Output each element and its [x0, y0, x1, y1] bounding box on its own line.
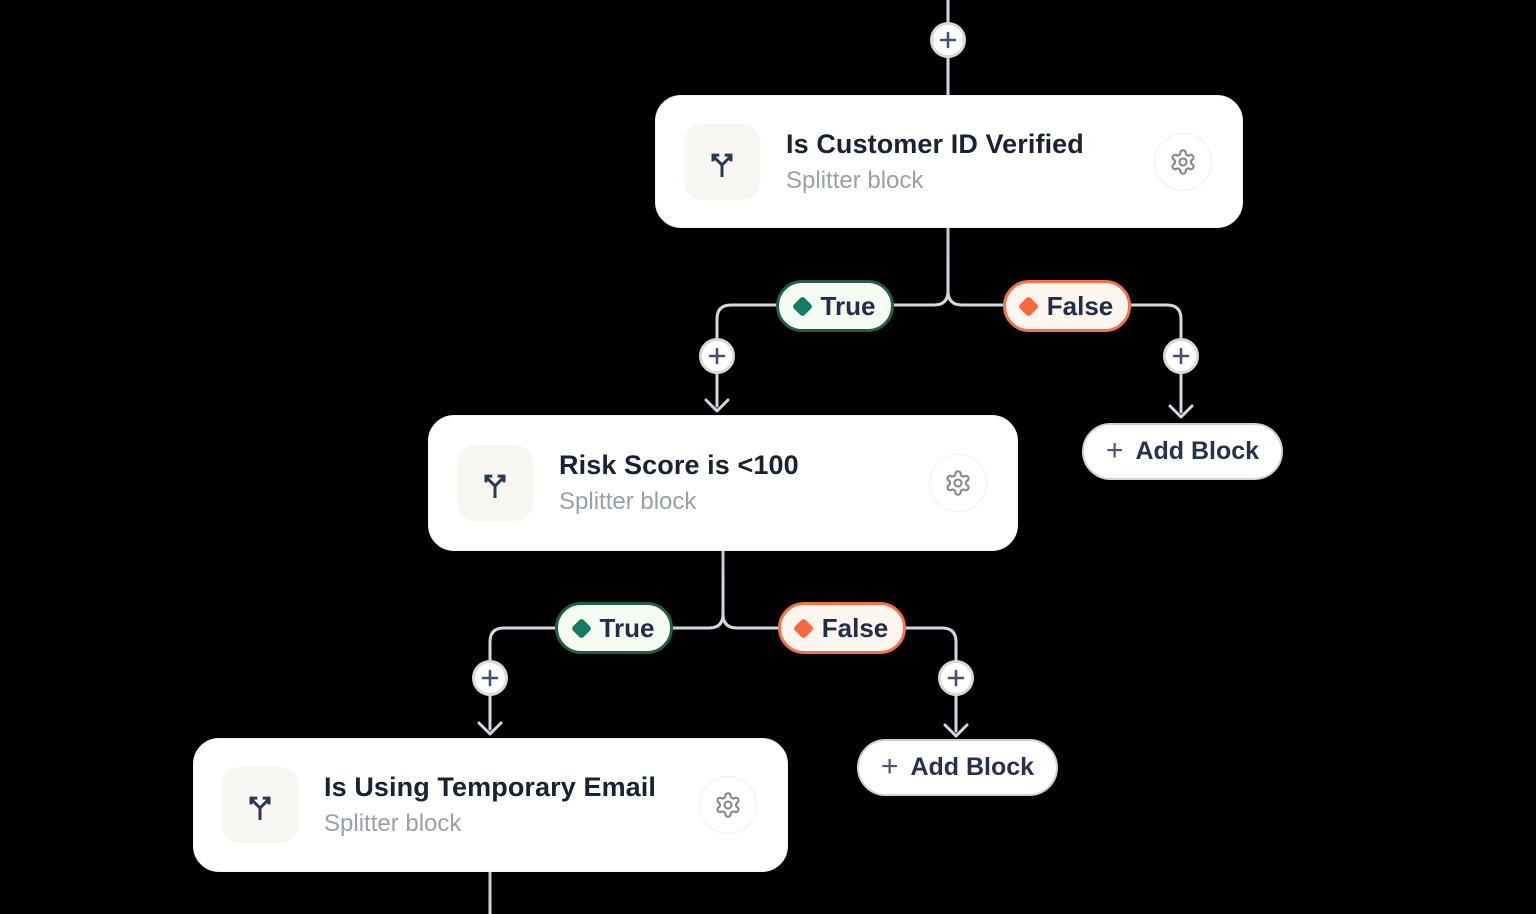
- branch-label-true: True: [555, 602, 673, 654]
- branch-label-false: False: [778, 602, 906, 654]
- plus-icon: +: [1105, 433, 1124, 467]
- false-diamond-icon: [792, 617, 814, 639]
- true-diamond-icon: [570, 617, 592, 639]
- insert-step-button-true-branch-1[interactable]: [699, 338, 735, 374]
- branch-label-text: True: [820, 290, 876, 321]
- branch-label-text: False: [821, 612, 889, 643]
- settings-button[interactable]: [929, 454, 987, 512]
- arrowhead-to-addblock2: [943, 723, 969, 738]
- split-branch-icon: [249, 796, 271, 820]
- card-title: Is Customer ID Verified: [786, 128, 1084, 159]
- branch-label-text: True: [599, 612, 655, 643]
- plus-icon: +: [880, 749, 899, 783]
- card-text-group: Risk Score is <100 Splitter block: [559, 450, 929, 516]
- branch-label-false: False: [1003, 280, 1131, 332]
- plus-icon: [1172, 347, 1190, 365]
- plus-icon: [939, 31, 957, 49]
- splitter-icon-tile: [222, 767, 298, 843]
- insert-step-button-false-branch-2[interactable]: [938, 660, 974, 696]
- splitter-block-card-temporary-email[interactable]: Is Using Temporary Email Splitter block: [193, 738, 788, 872]
- arrowhead-to-addblock1: [1168, 404, 1194, 419]
- false-diamond-icon: [1017, 295, 1039, 317]
- settings-button[interactable]: [699, 776, 757, 834]
- insert-step-button-true-branch-2[interactable]: [472, 660, 508, 696]
- card-subtitle: Splitter block: [559, 488, 697, 515]
- arrowhead-to-card3: [477, 721, 503, 736]
- plus-icon: [947, 669, 965, 687]
- split-branch-icon: [711, 153, 733, 177]
- true-diamond-icon: [791, 295, 813, 317]
- arrowhead-to-card2: [704, 398, 730, 413]
- card-subtitle: Splitter block: [324, 810, 462, 837]
- branch-label-true: True: [776, 280, 894, 332]
- add-block-button-false-branch-1[interactable]: + Add Block: [1082, 423, 1283, 480]
- split-branch-icon: [484, 474, 506, 498]
- plus-icon: [708, 347, 726, 365]
- settings-button[interactable]: [1154, 132, 1212, 191]
- splitter-icon-tile: [457, 445, 533, 521]
- card-subtitle: Splitter block: [786, 166, 924, 194]
- gear-icon: [946, 470, 970, 496]
- add-block-label: Add Block: [1135, 437, 1260, 465]
- card-text-group: Is Customer ID Verified Splitter block: [786, 129, 1154, 195]
- card-title: Is Using Temporary Email: [324, 772, 657, 802]
- insert-step-button-false-branch-1[interactable]: [1163, 338, 1199, 374]
- gear-icon: [1171, 148, 1195, 175]
- splitter-block-card-is-customer-id-verified[interactable]: Is Customer ID Verified Splitter block: [655, 95, 1243, 228]
- card-title: Risk Score is <100: [559, 450, 799, 480]
- plus-icon: [481, 669, 499, 687]
- add-block-label: Add Block: [910, 753, 1035, 781]
- splitter-icon-tile: [684, 123, 760, 200]
- splitter-block-card-risk-score[interactable]: Risk Score is <100 Splitter block: [428, 415, 1018, 551]
- branch-label-text: False: [1046, 290, 1114, 321]
- gear-icon: [716, 792, 740, 818]
- add-block-button-false-branch-2[interactable]: + Add Block: [857, 739, 1058, 796]
- card-text-group: Is Using Temporary Email Splitter block: [324, 772, 699, 838]
- insert-step-button-top[interactable]: [930, 22, 966, 58]
